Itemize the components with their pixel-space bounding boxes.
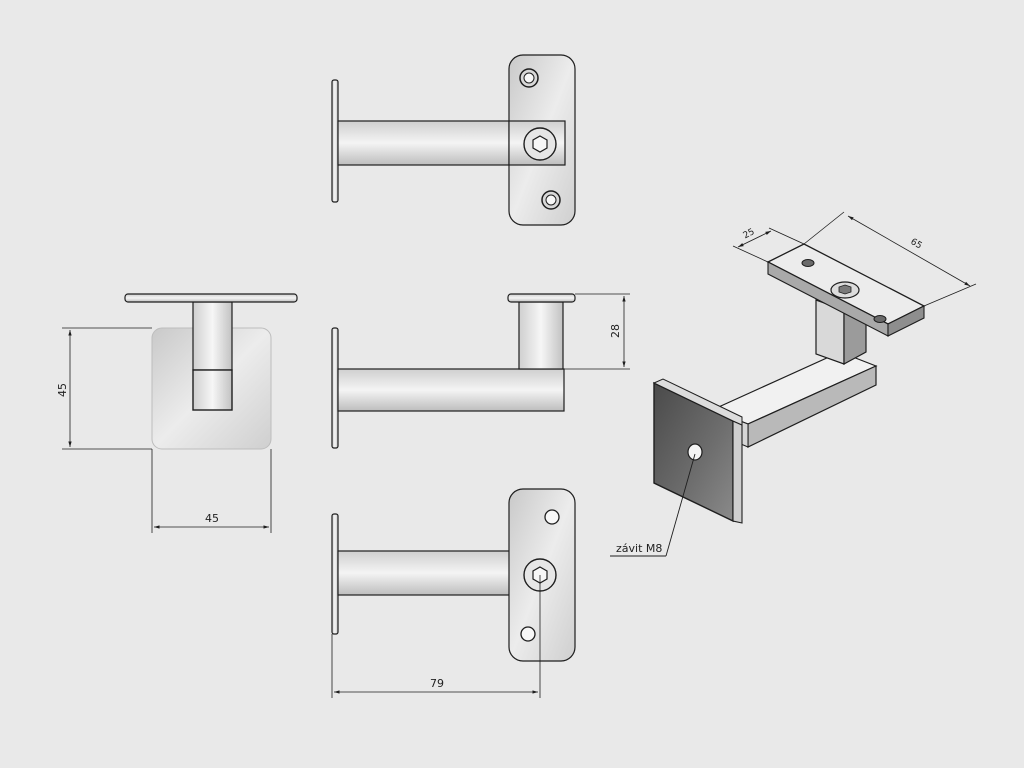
bottom-view: 79: [331, 488, 576, 698]
mount-hole-bottom-inner: [545, 194, 557, 206]
top-view: [331, 54, 576, 226]
thread-label: závit M8: [616, 542, 662, 555]
dim-iso-length: 65: [909, 237, 924, 251]
arm-end-front: [192, 369, 233, 411]
dim-front-width: 45: [205, 512, 219, 525]
dim-ext-line: [803, 211, 845, 245]
hex-socket-icon: [838, 284, 852, 295]
front-view: 45 45: [56, 293, 298, 533]
dim-front-height: 45: [56, 383, 69, 397]
wall-plate-edge: [331, 79, 339, 203]
saddle-plate-side: [507, 293, 576, 303]
dim-ext-line: [732, 245, 769, 263]
thread-leader-line: [665, 453, 696, 557]
iso-hole-icon: [801, 259, 815, 267]
wall-plate-edge: [331, 513, 339, 635]
saddle-plate-front: [124, 293, 298, 303]
dim-line-iso-width: [737, 230, 772, 248]
dim-ext-line: [923, 283, 977, 307]
dim-iso-width: 25: [742, 227, 757, 241]
iso-hole-icon: [873, 315, 887, 323]
iso-thread-hole-icon: [687, 443, 703, 461]
dim-bottom-length: 79: [430, 677, 444, 690]
mount-hole-bottom: [520, 626, 536, 642]
hex-socket-icon: [532, 135, 548, 153]
mount-hole-top: [544, 509, 560, 525]
wall-plate-edge: [331, 327, 339, 449]
dim-ext-line: [768, 227, 805, 245]
post-side: [518, 301, 564, 370]
side-view: 28: [331, 293, 630, 449]
iso-saddle-edge-end: [887, 305, 925, 337]
iso-wall-plate-edge: [732, 420, 743, 524]
iso-wall-plate-top: [652, 378, 743, 426]
isometric-view: závit M8 25 65: [610, 211, 977, 557]
dim-side-height: 28: [609, 324, 622, 338]
post-front: [192, 301, 233, 371]
arm-bar-side: [337, 368, 565, 412]
dim-line-iso-length: [847, 215, 971, 287]
arm-bar-bottom: [337, 550, 519, 596]
mount-hole-top-inner: [523, 72, 535, 84]
